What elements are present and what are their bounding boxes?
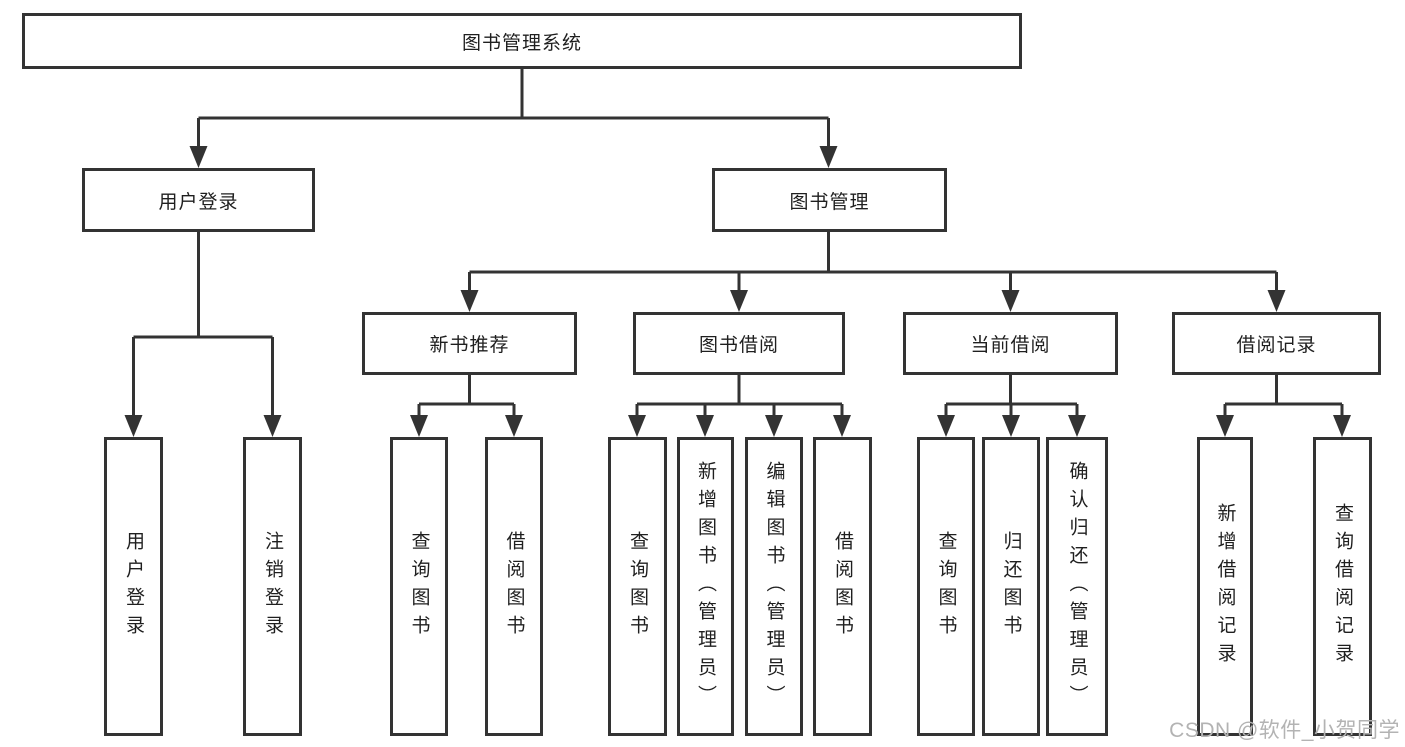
node-query-book-under-current: 查询图书 — [917, 437, 975, 736]
node-user-login-leaf: 用户登录 — [104, 437, 163, 736]
arrowhead-icon — [1002, 415, 1020, 437]
node-query-book-under-borrow-label: 查询图书 — [627, 530, 648, 643]
node-book-mgmt-branch-label: 图书管理 — [789, 191, 870, 213]
arrowhead-icon — [765, 415, 783, 437]
node-confirm-return-admin: 确认归还（管理员） — [1046, 437, 1108, 736]
arrowhead-icon — [1068, 415, 1086, 437]
node-borrow-book-under-recommend: 借阅图书 — [485, 437, 543, 736]
arrowhead-icon — [460, 290, 479, 312]
arrowhead-icon — [730, 290, 748, 312]
node-query-book-under-recommend: 查询图书 — [390, 437, 448, 736]
node-root-system: 图书管理系统 — [22, 13, 1022, 69]
node-confirm-return-admin-label: 确认归还（管理员） — [1066, 460, 1088, 713]
node-logout-leaf-label: 注销登录 — [262, 530, 283, 643]
node-borrow-book-under-recommend-label: 借阅图书 — [503, 530, 525, 643]
node-user-login-branch: 用户登录 — [82, 168, 315, 232]
arrowhead-icon — [833, 415, 851, 437]
node-add-borrow-record: 新增借阅记录 — [1197, 437, 1253, 736]
node-query-borrow-record: 查询借阅记录 — [1313, 437, 1372, 736]
node-return-book-label: 归还图书 — [1000, 530, 1022, 643]
node-add-book-admin: 新增图书（管理员） — [677, 437, 734, 736]
node-book-mgmt-branch: 图书管理 — [712, 168, 947, 232]
node-query-borrow-record-label: 查询借阅记录 — [1332, 502, 1353, 671]
node-root-system-label: 图书管理系统 — [461, 32, 582, 54]
arrowhead-icon — [819, 146, 838, 168]
node-current-borrow-label: 当前借阅 — [970, 335, 1051, 356]
arrowhead-icon — [124, 415, 143, 437]
arrowhead-icon — [1216, 415, 1234, 437]
node-new-book-recommend-label: 新书推荐 — [429, 335, 510, 356]
arrowhead-icon — [1001, 290, 1020, 312]
node-logout-leaf: 注销登录 — [243, 437, 302, 736]
node-borrow-record: 借阅记录 — [1172, 312, 1381, 375]
node-book-borrow: 图书借阅 — [633, 312, 845, 375]
node-query-book-under-current-label: 查询图书 — [935, 530, 957, 643]
node-edit-book-admin-label: 编辑图书（管理员） — [763, 460, 785, 713]
node-return-book: 归还图书 — [982, 437, 1040, 736]
arrowhead-icon — [410, 415, 428, 437]
node-borrow-book-under-borrow-label: 借阅图书 — [832, 530, 853, 643]
csdn-watermark: CSDN @软件_小贺同学 — [1169, 719, 1400, 742]
node-edit-book-admin: 编辑图书（管理员） — [745, 437, 803, 736]
arrowhead-icon — [1333, 415, 1351, 437]
node-add-borrow-record-label: 新增借阅记录 — [1214, 502, 1236, 671]
node-borrow-book-under-borrow: 借阅图书 — [813, 437, 872, 736]
node-borrow-record-label: 借阅记录 — [1236, 335, 1317, 356]
node-user-login-leaf-label: 用户登录 — [123, 530, 144, 643]
arrowhead-icon — [189, 146, 208, 168]
node-book-borrow-label: 图书借阅 — [698, 335, 779, 356]
node-query-book-under-recommend-label: 查询图书 — [408, 530, 430, 643]
arrowhead-icon — [628, 415, 646, 437]
arrowhead-icon — [696, 415, 714, 437]
arrowhead-icon — [263, 415, 282, 437]
arrowhead-icon — [505, 415, 523, 437]
node-add-book-admin-label: 新增图书（管理员） — [695, 460, 716, 713]
node-new-book-recommend: 新书推荐 — [362, 312, 577, 375]
node-query-book-under-borrow: 查询图书 — [608, 437, 667, 736]
arrowhead-icon — [1267, 290, 1286, 312]
arrowhead-icon — [937, 415, 955, 437]
node-current-borrow: 当前借阅 — [903, 312, 1118, 375]
node-user-login-branch-label: 用户登录 — [158, 191, 239, 213]
